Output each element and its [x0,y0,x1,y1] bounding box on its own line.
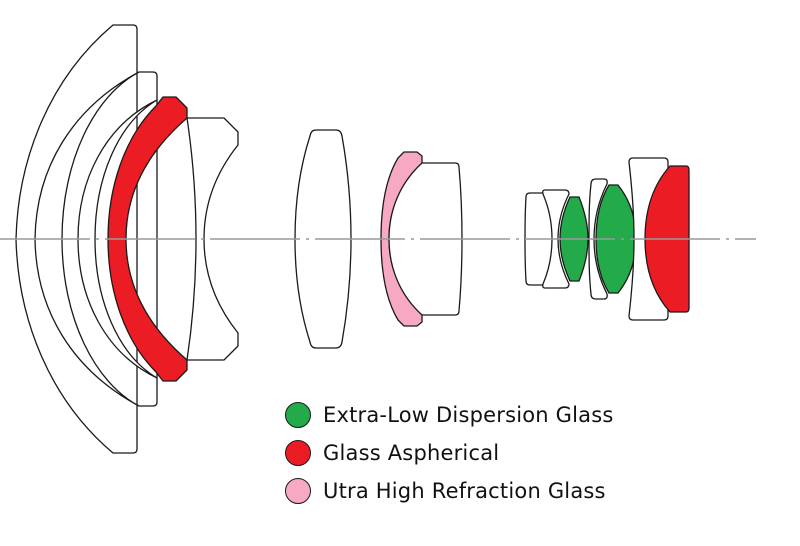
legend-item-uhr: Utra High Refraction Glass [285,472,614,510]
legend-label: Extra-Low Dispersion Glass [323,403,614,427]
legend: Extra-Low Dispersion Glass Glass Aspheri… [285,396,614,510]
legend-label: Utra High Refraction Glass [323,479,606,503]
ed-glass-swatch-icon [285,402,311,428]
lens-element-5 [186,117,239,361]
aspherical-glass-swatch-icon [285,440,311,466]
uhr-glass-swatch-icon [285,478,311,504]
lens-element-3 [77,99,158,379]
lens-element-12 [588,178,608,300]
lens-element-4 [107,96,188,382]
legend-label: Glass Aspherical [323,441,500,465]
legend-item-aspherical: Glass Aspherical [285,434,614,472]
legend-item-ed: Extra-Low Dispersion Glass [285,396,614,434]
